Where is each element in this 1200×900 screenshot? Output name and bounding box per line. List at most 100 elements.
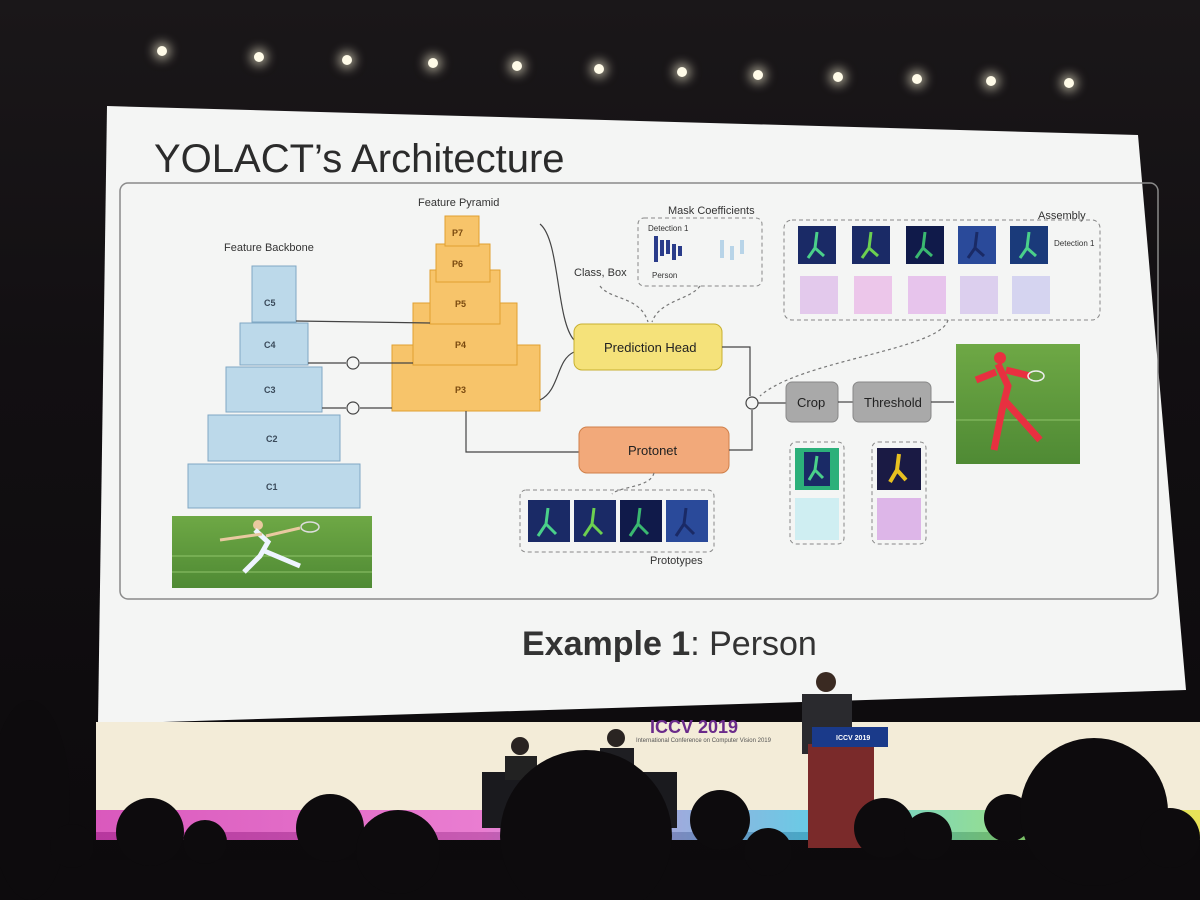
assembly-image [1010, 226, 1048, 264]
mask-coefficients-label: Mask Coefficients [668, 205, 755, 217]
podium-label: ICCV 2019 [836, 735, 870, 742]
ceiling-light [157, 46, 167, 56]
slide-title: YOLACT’s Architecture [154, 137, 565, 181]
mask-coefficients-box [637, 217, 763, 287]
podium-sign [812, 727, 888, 747]
pyramid-layer-label: P5 [455, 299, 466, 309]
prototype-image [574, 500, 616, 542]
backbone-layer-c3: C3 [225, 366, 323, 413]
assembly-label: Assembly [1038, 210, 1086, 222]
pyramid-layer-label: P6 [452, 259, 463, 269]
example-caption-bold: Example 1 [522, 625, 690, 663]
detection-1-label: Detection 1 [648, 224, 689, 233]
prototypes-box [519, 489, 715, 553]
assembly-image [852, 226, 890, 264]
backbone-layer-label: C3 [264, 385, 276, 395]
assembly-image [958, 226, 996, 264]
pyramid-layer-p6: P6 [435, 243, 491, 283]
class-box-label: Class, Box [574, 267, 627, 279]
crop-label: Crop [797, 395, 825, 410]
input-image [172, 516, 372, 588]
prediction-head-label: Prediction Head [604, 340, 697, 355]
assembly-image [800, 276, 838, 314]
protonet-to-prototypes-connector [611, 472, 655, 495]
example-caption: Example 1: Person [522, 625, 817, 663]
coefficients-connector [651, 285, 701, 323]
backbone-layer-c1: C1 [187, 463, 361, 509]
person-label: Person [652, 271, 677, 280]
lateral-connections [295, 320, 431, 415]
prediction-head: Prediction Head [573, 323, 723, 371]
protonet-label: Protonet [628, 443, 678, 458]
prototype-image [620, 500, 662, 542]
assembly-row-bottom [800, 276, 1050, 314]
diagram-frame [119, 182, 1159, 600]
ceiling-light [677, 67, 687, 77]
pyramid-layer-p7: P7 [444, 215, 480, 247]
pyramid-layer-label: P3 [455, 385, 466, 395]
feature-pyramid-label: Feature Pyramid [418, 197, 499, 209]
pyramid-to-head-connectors [465, 223, 580, 453]
backbone-layer-label: C4 [264, 340, 276, 350]
assembly-to-combine-connector [759, 319, 949, 397]
backbone-layer-label: C5 [264, 298, 276, 308]
crop-result-image [795, 498, 839, 540]
ceiling-light [1064, 78, 1074, 88]
pyramid-layer-label: P7 [452, 228, 463, 238]
feature-backbone-label: Feature Backbone [224, 242, 314, 254]
crop-results-box [789, 441, 845, 545]
ceiling-light [512, 61, 522, 71]
assembly-image [1012, 276, 1050, 314]
ceiling-light [594, 64, 604, 74]
prototype-figure [536, 507, 558, 537]
prototype-image [528, 500, 570, 542]
coefficient-bars [654, 236, 682, 262]
coefficient-bars-faded [720, 240, 744, 260]
feature-pyramid: P3 P4 P5 P6 P7 [391, 215, 541, 412]
threshold-results-box [871, 441, 927, 545]
example-caption-rest: : Person [690, 625, 817, 663]
detection-1-right-label: Detection 1 [1054, 239, 1095, 248]
backbone-layer-c4: C4 [239, 322, 309, 366]
threshold-result-image [877, 498, 921, 540]
pyramid-layer-label: P4 [455, 340, 466, 350]
assembly-image [854, 276, 892, 314]
output-image [956, 344, 1080, 464]
prototypes-label: Prototypes [650, 555, 703, 567]
ceiling-light [254, 52, 264, 62]
ceiling-light [753, 70, 763, 80]
feature-backbone: C1 C2 C3 C4 C5 [187, 265, 361, 509]
threshold-box: Threshold [852, 381, 932, 423]
combine-connectors [722, 346, 786, 451]
ceiling-light [428, 58, 438, 68]
banner-title: ICCV 2019 [650, 717, 738, 737]
speaker-head [816, 672, 836, 692]
ceiling-light [833, 72, 843, 82]
audience [0, 700, 1200, 900]
prototype-figure [674, 507, 696, 537]
backbone-layer-label: C1 [266, 482, 278, 492]
panelist-head [511, 737, 529, 755]
assembly-image [798, 226, 836, 264]
prototype-figure [628, 507, 650, 537]
class-box-connector [599, 285, 649, 323]
prototype-images [528, 500, 708, 542]
assembly-image [906, 226, 944, 264]
crop-box: Crop [785, 381, 839, 423]
backbone-layer-c2: C2 [207, 414, 341, 462]
assembly-image [960, 276, 998, 314]
prototype-figure [582, 507, 604, 537]
threshold-label: Threshold [864, 395, 922, 410]
prototype-image [666, 500, 708, 542]
protonet: Protonet [578, 426, 730, 474]
assembly-row-top [798, 226, 1048, 264]
assembly-box [783, 219, 1101, 321]
panelist-head [607, 729, 625, 747]
banner-subtitle: International Conference on Computer Vis… [636, 738, 772, 744]
ceiling-light [986, 76, 996, 86]
assembly-image [908, 276, 946, 314]
backbone-layer-label: C2 [266, 434, 278, 444]
ceiling-light [342, 55, 352, 65]
ceiling-light [912, 74, 922, 84]
